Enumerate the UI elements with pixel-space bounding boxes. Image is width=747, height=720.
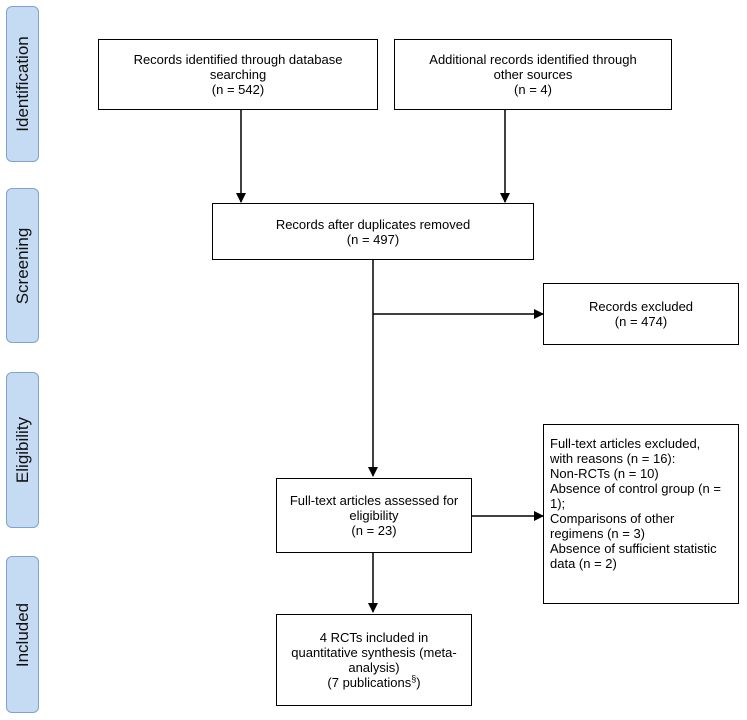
fulltext-assessed-line-3: (n = 23) (351, 523, 397, 538)
phase-identification: Identification (6, 6, 39, 162)
box-database-records: Records identified through database sear… (98, 39, 378, 110)
included-line-1: 4 RCTs included in (319, 630, 429, 645)
box-included: 4 RCTs included in quantitative synthesi… (276, 614, 472, 706)
fulltext-assessed-line-2: eligibility (349, 508, 399, 523)
fulltext-excluded-line-9: data (n = 2) (550, 556, 617, 571)
records-excluded-line-1: Records excluded (588, 299, 694, 314)
after-duplicates-line-2: (n = 497) (346, 231, 400, 247)
fulltext-excluded-line-1: Full-text articles excluded, (550, 436, 701, 451)
box-records-excluded: Records excluded (n = 474) (543, 283, 739, 345)
fulltext-excluded-line-3: Non-RCTs (n = 10) (550, 466, 659, 481)
fulltext-assessed-line-1: Full-text articles assessed for (289, 493, 459, 508)
phase-eligibility: Eligibility (6, 372, 39, 528)
fulltext-excluded-line-2: with reasons (n = 16): (550, 451, 676, 466)
database-line-1: Records identified through database (133, 52, 343, 67)
database-line-3: (n = 542) (211, 82, 265, 97)
phase-screening: Screening (6, 188, 39, 343)
included-line-2: quantitative synthesis (meta- (291, 645, 457, 660)
included-line-3: analysis) (348, 660, 400, 675)
included-closing-paren: ) (416, 675, 421, 690)
fulltext-excluded-line-4: Absence of control group (n = (550, 481, 721, 496)
box-fulltext-excluded: Full-text articles excluded, with reason… (543, 424, 739, 604)
records-excluded-line-2: (n = 474) (614, 314, 668, 329)
section-sign-superscript: § (411, 673, 417, 684)
after-duplicates-line-1: Records after duplicates removed (275, 216, 471, 232)
other-sources-line-1: Additional records identified through (429, 52, 637, 67)
box-fulltext-assessed: Full-text articles assessed for eligibil… (276, 478, 472, 553)
other-sources-line-3: (n = 4) (514, 82, 552, 97)
box-other-sources: Additional records identified through ot… (394, 39, 672, 110)
fulltext-excluded-line-7: regimens (n = 3) (550, 526, 646, 541)
included-publications-text: (7 publications (327, 675, 412, 690)
fulltext-excluded-line-6: Comparisons of other (550, 511, 675, 526)
fulltext-excluded-line-5: 1); (550, 496, 566, 511)
fulltext-excluded-line-8: Absence of sufficient statistic (550, 541, 717, 556)
phase-included: Included (6, 556, 39, 713)
database-line-2: searching (209, 67, 267, 82)
other-sources-line-2: other sources (493, 67, 573, 82)
included-line-4: (7 publications§) (327, 673, 421, 690)
box-after-duplicates: Records after duplicates removed (n = 49… (212, 203, 534, 260)
